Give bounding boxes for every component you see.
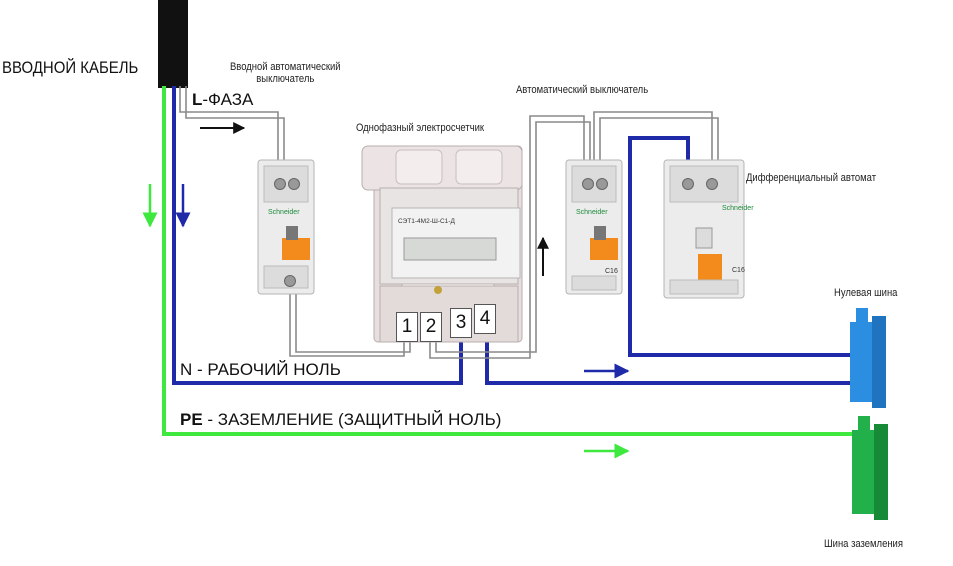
neutral-bus-label: Нулевая шина (834, 287, 898, 299)
input-breaker-label: Вводной автоматический выключатель (230, 61, 341, 85)
working-neutral-label: N - РАБОЧИЙ НОЛЬ (180, 360, 341, 379)
electricity-meter: СЭТ1-4М2-Ш-С1-Д (361, 145, 523, 343)
input-breaker-brand: Schneider (268, 209, 300, 216)
breaker-label: Автоматический выключатель (516, 84, 649, 96)
rcbo-brand: Schneider (722, 205, 754, 212)
phase-text: -ФАЗА (202, 90, 254, 109)
rcbo: Schneider C16 (663, 159, 754, 299)
phase-letter: L (192, 90, 203, 109)
rcbo-label: Дифференциальный автомат (746, 172, 877, 184)
ground-wire (162, 86, 862, 436)
meter-terminal-2: 2 (420, 312, 442, 342)
neutral-wire (172, 86, 852, 385)
meter-label: Однофазный электросчетчик (356, 122, 485, 134)
input-cable (158, 0, 188, 88)
neutral-bus (850, 308, 886, 408)
meter-model: СЭТ1-4М2-Ш-С1-Д (398, 218, 455, 225)
phase-wire (179, 86, 719, 359)
input-cable-label: ВВОДНОЙ КАБЕЛЬ (2, 58, 139, 77)
input-breaker: Schneider (257, 159, 315, 295)
breaker-brand: Schneider (576, 209, 608, 216)
meter-terminal-3: 3 (450, 308, 472, 338)
ground-label: PE - ЗАЗЕМЛЕНИЕ (ЗАЩИТНЫЙ НОЛЬ) (180, 410, 501, 430)
phase-label: L-ФАЗА (192, 90, 253, 110)
meter-terminal-4: 4 (474, 304, 496, 334)
rcbo-rating: C16 (732, 267, 745, 274)
pe-text: - ЗАЗЕМЛЕНИЕ (ЗАЩИТНЫЙ НОЛЬ) (202, 410, 502, 429)
pe-letter: PE (180, 410, 203, 429)
meter-terminal-1: 1 (396, 312, 418, 342)
ground-bus (852, 416, 888, 520)
circuit-breaker: Schneider C16 (565, 159, 623, 295)
breaker-rating: C16 (605, 268, 618, 275)
ground-bus-label: Шина заземления (824, 538, 903, 550)
